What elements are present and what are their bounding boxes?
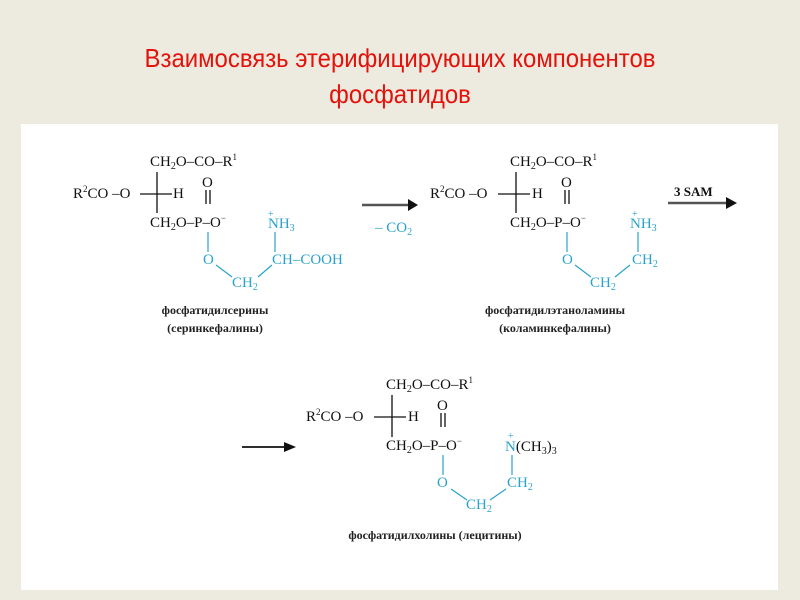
headgroup-label: CH2	[507, 475, 533, 493]
slide-title: Взаимосвязь этерифицирующих компонентов …	[32, 40, 768, 112]
ester-o: O	[203, 252, 214, 268]
diagram-panel	[21, 124, 778, 590]
r2co-o-label: R2CO –O	[73, 184, 131, 203]
ester-o: O	[562, 252, 573, 268]
amine-nh3: NH3	[630, 216, 657, 234]
h-label: H	[532, 186, 543, 202]
r2co-o-label: R2CO –O	[430, 184, 488, 203]
molecule-alt-name: (коламинкефалины)	[499, 321, 611, 335]
ch2o-co-r1-label: CH2O–CO–R1	[150, 152, 238, 172]
h-label: H	[173, 186, 184, 202]
phosphate-double-o: O	[437, 398, 448, 414]
molecule-name: фосфатидилсерины	[161, 303, 269, 317]
molecule-alt-name: (серинкефалины)	[167, 321, 263, 335]
arrow-1-label: – CO2	[375, 220, 413, 238]
headgroup-label: CH–COOH	[272, 252, 343, 268]
ch2o-co-r1-label: CH2O–CO–R1	[510, 152, 598, 172]
plus-charge: +	[268, 209, 274, 220]
ch2-link: CH2	[232, 275, 258, 293]
amine-nh3: NH3	[268, 216, 295, 234]
ch2-link: CH2	[590, 275, 616, 293]
title-line-2: фосфатидов	[329, 79, 471, 109]
headgroup-label: CH2	[632, 252, 658, 270]
h-label: H	[408, 409, 419, 425]
ester-o: O	[437, 475, 448, 491]
molecule-name: фосфатидилэтаноламины	[484, 303, 626, 317]
ch2o-p-o-label: CH2O–P–O−	[150, 213, 226, 233]
phosphate-double-o: O	[561, 175, 572, 191]
ch2o-p-o-label: CH2O–P–O−	[510, 213, 586, 233]
ch2-link: CH2	[466, 497, 492, 515]
r2co-o-label: R2CO –O	[306, 407, 364, 426]
phosphate-double-o: O	[202, 175, 213, 191]
plus-charge: +	[632, 209, 638, 220]
ch2o-p-o-label: CH2O–P–O−	[386, 436, 462, 456]
molecule-name: фосфатидилхолины (лецитины)	[348, 528, 522, 542]
amine-n: N(CH3)3	[505, 439, 557, 457]
plus-charge: +	[508, 431, 514, 442]
ch2o-co-r1-label: CH2O–CO–R1	[386, 375, 474, 395]
title-line-1: Взаимосвязь этерифицирующих компонентов	[144, 43, 656, 73]
arrow-2-label: 3 SAM	[674, 184, 713, 199]
